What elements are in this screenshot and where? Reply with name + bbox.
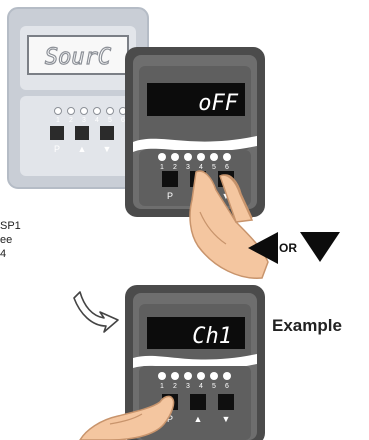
top-controller: oFF 1 2 3 4 5 6 P ▲ ▼ [125,47,265,217]
bg-p-button[interactable] [50,126,64,140]
background-controller: SourC 1 2 3 4 5 6 P ▲ ▼ [7,7,149,189]
hand-pressing-p-icon [79,395,175,440]
up-or-down-arrows-icon [248,232,340,264]
bg-down-label: ▼ [103,144,112,154]
example-label: Example [272,316,342,335]
bottom-display-screen [147,317,245,349]
top-indicator-4: 4 [199,164,203,171]
bottom-up-label: ▲ [194,414,203,424]
bottom-display-value: Ch1 [192,324,232,349]
bg-indicator-3: 3 [82,117,86,124]
curved-arrow-down-icon [73,291,119,333]
top-indicator-5: 5 [212,164,216,171]
bg-indicator-5: 5 [108,117,112,124]
or-label: OR [279,241,297,255]
bottom-indicator-3: 3 [186,383,190,390]
top-p-button[interactable] [162,171,178,187]
bg-indicator-6: 6 [121,117,125,124]
bottom-indicator-5: 5 [212,383,216,390]
side-text: SP1 ee 4 [0,219,21,261]
side-text-line-2: ee [0,234,13,246]
bg-down-button[interactable] [100,126,114,140]
top-display-screen [147,83,245,116]
hand-pressing-arrows-icon [189,170,269,279]
background-display: SourC [45,45,112,70]
bottom-indicator-2: 2 [173,383,177,390]
side-text-line-3: 4 [0,248,7,260]
bg-indicator-2: 2 [69,117,73,124]
top-indicator-2: 2 [173,164,177,171]
bg-indicator-4: 4 [95,117,99,124]
top-down-label: ▼ [222,191,231,201]
bottom-down-button[interactable] [218,394,234,410]
top-indicator-3: 3 [186,164,190,171]
bottom-indicator-1: 1 [160,383,164,390]
side-text-line-1: SP1 [0,220,21,232]
bottom-up-button[interactable] [190,394,206,410]
bg-p-label: P [54,144,60,154]
top-p-label: P [167,191,173,201]
top-indicator-1: 1 [160,164,164,171]
top-indicator-6: 6 [225,164,229,171]
bg-up-label: ▲ [78,144,87,154]
bottom-indicator-6: 6 [225,383,229,390]
bg-up-button[interactable] [75,126,89,140]
top-display-value: oFF [198,91,238,116]
bottom-p-label: P [167,414,173,424]
bottom-indicator-4: 4 [199,383,203,390]
bg-indicator-1: 1 [56,117,60,124]
bottom-down-label: ▼ [222,414,231,424]
